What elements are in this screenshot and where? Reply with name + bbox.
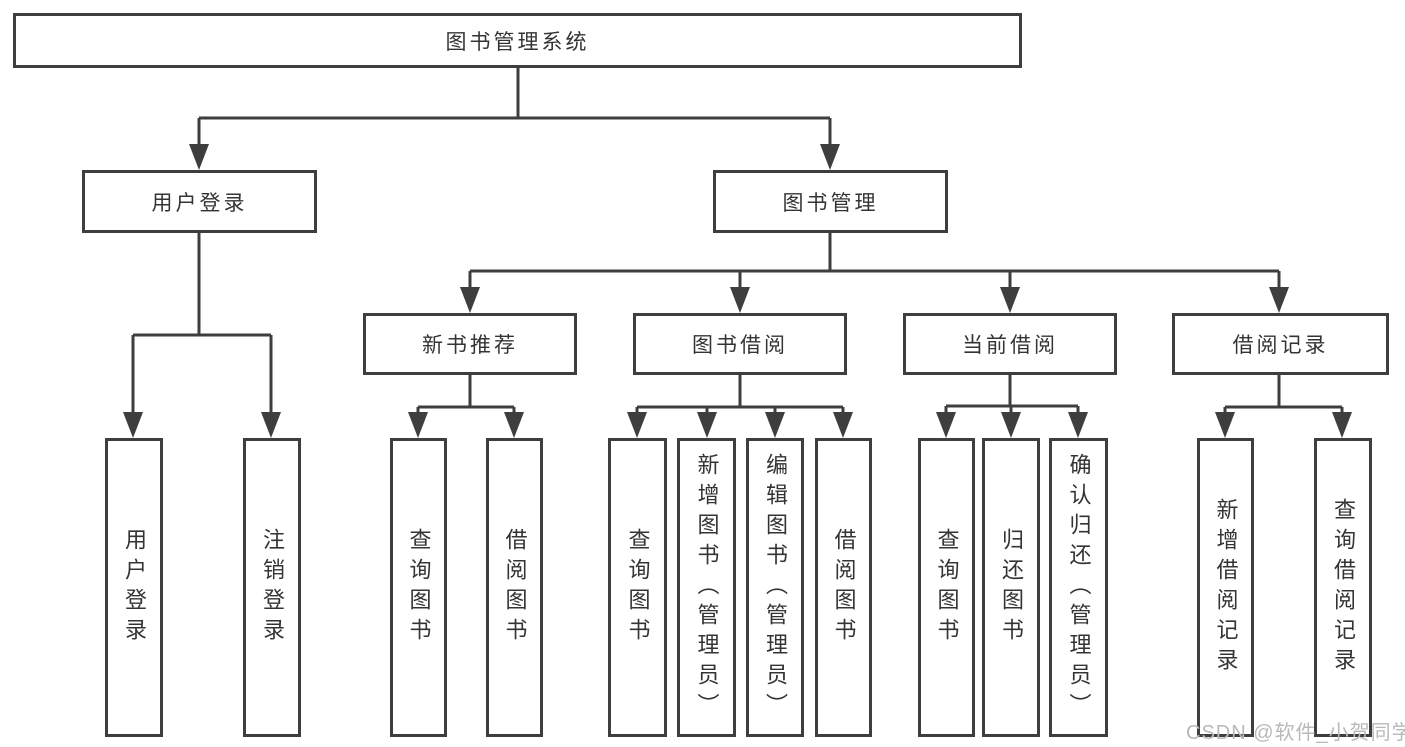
leaf-label: 归还图书 [999,527,1024,648]
node-user-login: 用户登录 [82,170,317,233]
leaf-label: 查询图书 [406,527,432,648]
leaf-nbr-query-books: 查询图书 [390,438,447,737]
node-label: 图书借阅 [692,334,788,357]
leaf-cb-query-books: 查询图书 [918,438,975,737]
leaf-label: 注销登录 [260,527,285,648]
node-label: 新书推荐 [422,334,518,357]
node-new-book-recommend: 新书推荐 [363,313,577,375]
leaf-cb-return-books: 归还图书 [982,438,1040,737]
leaf-label: 查询图书 [934,527,960,648]
leaf-bb-edit-books-admin: 编辑图书（管理员） [746,438,804,737]
leaf-label: 查询图书 [625,527,651,648]
node-current-borrowing: 当前借阅 [903,313,1117,375]
node-label: 图书管理系统 [445,30,590,54]
leaf-label: 借阅图书 [502,527,528,648]
node-book-management: 图书管理 [713,170,948,233]
leaf-bb-query-books: 查询图书 [608,438,667,737]
leaf-label: 确认归还（管理员） [1066,452,1092,723]
leaf-bb-add-books-admin: 新增图书（管理员） [677,438,736,737]
leaf-label: 新增图书（管理员） [694,452,720,723]
leaf-label: 用户登录 [122,527,147,648]
node-library-management-system: 图书管理系统 [13,13,1022,68]
leaf-user-login: 用户登录 [105,438,163,737]
leaf-label: 借阅图书 [831,527,857,648]
leaf-br-query-record: 查询借阅记录 [1314,438,1372,737]
leaf-logout: 注销登录 [243,438,301,737]
leaf-br-add-record: 新增借阅记录 [1197,438,1254,737]
leaf-label: 查询借阅记录 [1331,497,1356,678]
leaf-nbr-borrow-books: 借阅图书 [486,438,543,737]
arrowheads [123,144,1352,438]
csdn-watermark: CSDN @软件_小贺同学 [1186,722,1405,744]
node-borrowing-records: 借阅记录 [1172,313,1389,375]
leaf-bb-borrow-books: 借阅图书 [815,438,872,737]
node-book-borrowing: 图书借阅 [633,313,847,375]
node-label: 当前借阅 [962,334,1058,357]
node-label: 借阅记录 [1232,334,1329,357]
node-label: 图书管理 [782,191,879,215]
leaf-label: 编辑图书（管理员） [763,452,788,723]
leaf-cb-confirm-return-admin: 确认归还（管理员） [1049,438,1108,737]
node-label: 用户登录 [151,191,248,215]
leaf-label: 新增借阅记录 [1213,497,1239,678]
